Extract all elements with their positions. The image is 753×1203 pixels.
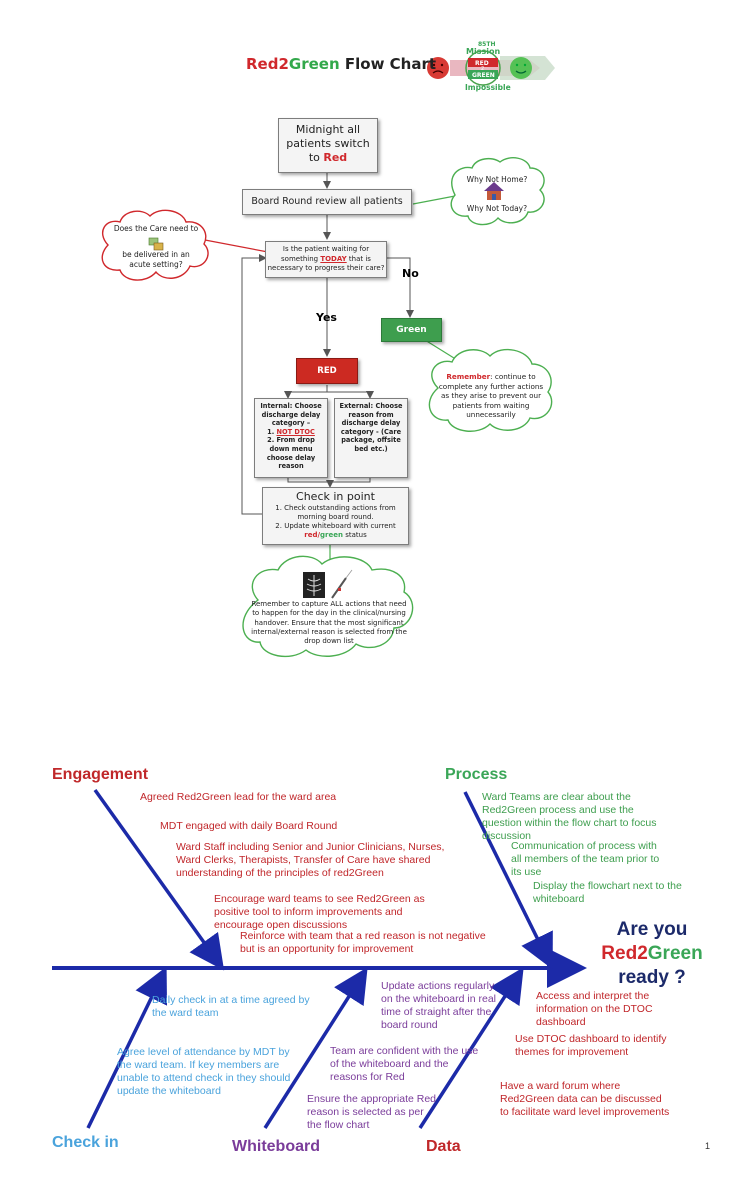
internal-box: Internal: Choose discharge delay categor… [254, 398, 328, 478]
cloud-care-pointer [204, 239, 269, 253]
whiteboard-item: Ensure the appropriate Red reason is sel… [307, 1093, 436, 1131]
cloud-care-line-2: be delivered in an acute setting? [122, 250, 190, 269]
fishbone-lines [52, 788, 587, 1129]
logo-top-text: 85TH [478, 41, 495, 48]
whiteboard-item: Team are confident with the use of the w… [330, 1045, 479, 1083]
logo-impossible-text: Impossible [465, 83, 511, 92]
process-item: Display the flowchart next to the whiteb… [533, 880, 682, 905]
title-green: Green [288, 55, 340, 73]
checkin-box: Check in point 1. Check outstanding acti… [262, 487, 409, 545]
checkin-title: Check in point [296, 490, 375, 503]
question-box: Is the patient waiting for something TOD… [265, 241, 387, 278]
checkin-line-2b: status [343, 531, 367, 539]
logo-mission-text: Mission [466, 47, 500, 56]
internal-line-2: 1. NOT DTOC [257, 428, 325, 437]
whiteboard-item: Update actions regularly on the whiteboa… [381, 980, 496, 1031]
internal-not-dtoc: NOT DTOC [276, 427, 315, 436]
process-item: Ward Teams are clear about the Red2Green… [482, 791, 657, 842]
checkin-line-2: 2. Update whiteboard with current red/gr… [266, 522, 405, 540]
checkin-red: red/ [304, 531, 321, 539]
cloud-care-line-1: Does the Care need to [113, 224, 199, 233]
head-green: Green [647, 943, 703, 964]
question-today: TODAY [320, 254, 347, 263]
cloud-home-line-1: Why Not Home? [466, 175, 528, 184]
category-data: Data [426, 1138, 461, 1155]
cloud-remember-label: Remember [446, 372, 491, 381]
engagement-item: MDT engaged with daily Board Round [160, 820, 338, 832]
syringe-icon [331, 569, 353, 599]
no-label: No [402, 267, 419, 280]
red-box-text: RED [317, 366, 337, 376]
engagement-item: Reinforce with team that a red reason is… [240, 930, 486, 955]
data-item: Access and interpret the information on … [536, 990, 653, 1028]
xray-icon [303, 572, 325, 598]
green-box: Green [381, 318, 442, 342]
question-post: that is necessary to progress their care… [267, 254, 385, 273]
process-item: Communication of process with all member… [511, 840, 660, 878]
internal-num: 1. [267, 427, 277, 436]
flowchart-title: Red2Green Flow Chart [246, 55, 436, 73]
board-round-box: Board Round review all patients [242, 189, 412, 215]
board-round-text: Board Round review all patients [251, 196, 403, 207]
category-process: Process [445, 766, 508, 783]
head-line-3: ready ? [618, 967, 686, 988]
midnight-box: Midnight all patients switch to Red [278, 118, 378, 173]
external-box: External: Choose reason from discharge d… [334, 398, 408, 478]
category-engagement: Engagement [52, 766, 149, 783]
flow-connectors [241, 173, 414, 515]
fishbone-head: Are you Red2Green ready ? [582, 918, 722, 990]
engagement-item: Agreed Red2Green lead for the ward area [140, 791, 337, 803]
cloud-bottom [242, 555, 414, 658]
midnight-text: Midnight all patients switch to [286, 123, 370, 164]
logo-green-text: GREEN [472, 72, 495, 79]
page-number: 1 [705, 1141, 711, 1151]
external-text: External: Choose reason from discharge d… [339, 402, 403, 453]
head-red: Red [601, 943, 638, 964]
midnight-red-text: Red [323, 151, 348, 164]
cloud-remember [428, 348, 553, 432]
engagement-item: Encourage ward teams to see Red2Green as… [214, 893, 425, 931]
head-line-1: Are you [616, 919, 688, 940]
cloud-remember-text: Remember: continue to complete any furth… [436, 372, 546, 420]
internal-line-1: Internal: Choose discharge delay categor… [260, 402, 322, 428]
checkin-item: Daily check in at a time agreed by the w… [152, 994, 310, 1019]
yes-label: Yes [316, 311, 337, 324]
title-num: 2 [278, 55, 289, 73]
data-item: Use DTOC dashboard to identify themes fo… [515, 1033, 667, 1058]
data-item: Have a ward forum where Red2Green data c… [500, 1080, 670, 1118]
logo-red-text: RED [475, 60, 489, 67]
head-line-2: Red2Green [582, 942, 722, 966]
category-checkin: Check in [52, 1134, 119, 1151]
category-whiteboard: Whiteboard [232, 1138, 320, 1155]
head-two: 2 [637, 943, 648, 964]
checkin-item: Agree level of attendance by MDT by the … [117, 1046, 291, 1097]
red-box: RED [296, 358, 358, 384]
cloud-bottom-text: Remember to capture ALL actions that nee… [251, 600, 407, 646]
green-box-text: Green [396, 325, 427, 335]
mission-logo [427, 50, 555, 86]
internal-line-3: 2. From drop down menu choose delay reas… [266, 436, 316, 471]
checkin-line-2a: 2. Update whiteboard with current [275, 522, 396, 530]
cycle-icon [148, 237, 164, 251]
logo-two-text: 2 [481, 66, 484, 72]
title-rest: Flow Chart [339, 55, 437, 73]
cloud-home-pointer [412, 195, 456, 205]
engagement-item: Ward Staff including Senior and Junior C… [176, 841, 445, 879]
cloud-home-line-2: Why Not Today? [466, 204, 528, 213]
house-icon [484, 182, 504, 200]
question-pre: Is the patient waiting for something [281, 245, 370, 263]
cloud-remember-body: : continue to complete any further actio… [438, 372, 544, 419]
checkin-line-1: 1. Check outstanding actions from mornin… [275, 504, 396, 521]
checkin-green: green [320, 531, 343, 539]
title-red: Red [246, 55, 279, 73]
